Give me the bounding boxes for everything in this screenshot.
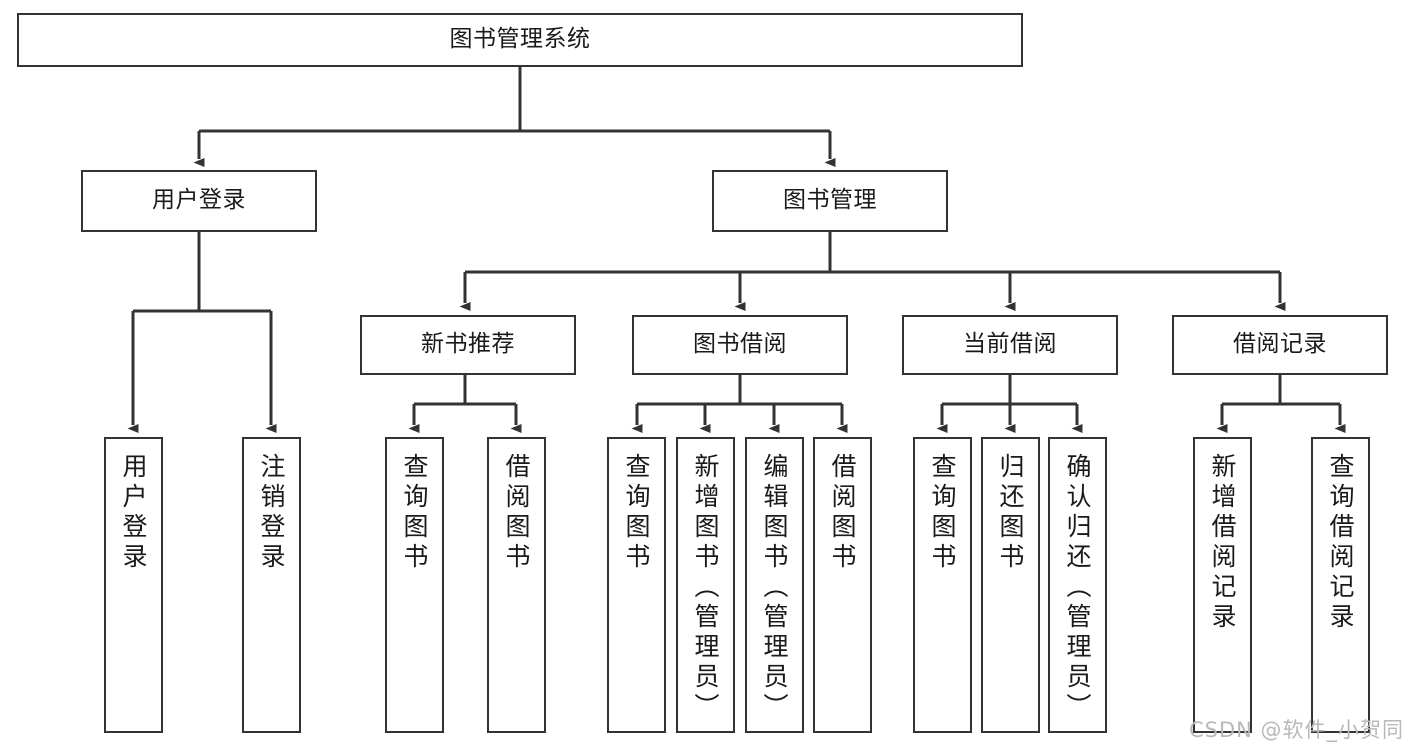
node-label: 查询图书 — [400, 453, 429, 573]
node-borrow-record[interactable]: 借阅记录 — [1172, 315, 1388, 375]
node-label: 借阅图书 — [828, 453, 857, 573]
node-label: 图书管理系统 — [449, 26, 591, 53]
node-label: 用户登录 — [152, 187, 246, 214]
leaf-book-borrow-query[interactable]: 查询图书 — [607, 437, 666, 733]
node-label: 编辑图书（管理员） — [760, 453, 789, 723]
leaf-user-login-logout[interactable]: 注销登录 — [242, 437, 301, 733]
leaf-new-book-query[interactable]: 查询图书 — [385, 437, 444, 733]
leaf-borrow-record-add[interactable]: 新增借阅记录 — [1193, 437, 1252, 733]
node-label: 当前借阅 — [963, 331, 1057, 358]
node-book-management[interactable]: 图书管理 — [712, 170, 948, 232]
node-label: 查询借阅记录 — [1326, 453, 1355, 633]
node-label: 新书推荐 — [421, 331, 515, 358]
leaf-user-login-login[interactable]: 用户登录 — [104, 437, 163, 733]
leaf-book-borrow-add[interactable]: 新增图书（管理员） — [676, 437, 735, 733]
node-label: 借阅图书 — [502, 453, 531, 573]
leaf-book-borrow-borrow[interactable]: 借阅图书 — [813, 437, 872, 733]
node-label: 查询图书 — [928, 453, 957, 573]
node-label: 新增借阅记录 — [1208, 453, 1237, 633]
leaf-borrow-record-query[interactable]: 查询借阅记录 — [1311, 437, 1370, 733]
node-label: 新增图书（管理员） — [691, 453, 720, 723]
node-label: 确认归还（管理员） — [1063, 453, 1092, 723]
node-label: 注销登录 — [257, 453, 286, 573]
node-current-borrow[interactable]: 当前借阅 — [902, 315, 1118, 375]
csdn-watermark: CSDN @软件_小贺同学 — [1189, 718, 1405, 742]
node-label: 借阅记录 — [1233, 331, 1327, 358]
node-label: 图书借阅 — [693, 331, 787, 358]
leaf-current-borrow-confirm-return[interactable]: 确认归还（管理员） — [1048, 437, 1107, 733]
leaf-current-borrow-return[interactable]: 归还图书 — [981, 437, 1040, 733]
node-label: 用户登录 — [119, 453, 148, 573]
leaf-current-borrow-query[interactable]: 查询图书 — [913, 437, 972, 733]
node-book-borrow[interactable]: 图书借阅 — [632, 315, 848, 375]
node-label: 图书管理 — [783, 187, 877, 214]
node-user-login[interactable]: 用户登录 — [81, 170, 317, 232]
node-label: 查询图书 — [622, 453, 651, 573]
node-new-book-recommend[interactable]: 新书推荐 — [360, 315, 576, 375]
leaf-new-book-borrow[interactable]: 借阅图书 — [487, 437, 546, 733]
leaf-book-borrow-edit[interactable]: 编辑图书（管理员） — [745, 437, 804, 733]
node-label: 归还图书 — [996, 453, 1025, 573]
node-root-book-management-system[interactable]: 图书管理系统 — [17, 13, 1023, 67]
